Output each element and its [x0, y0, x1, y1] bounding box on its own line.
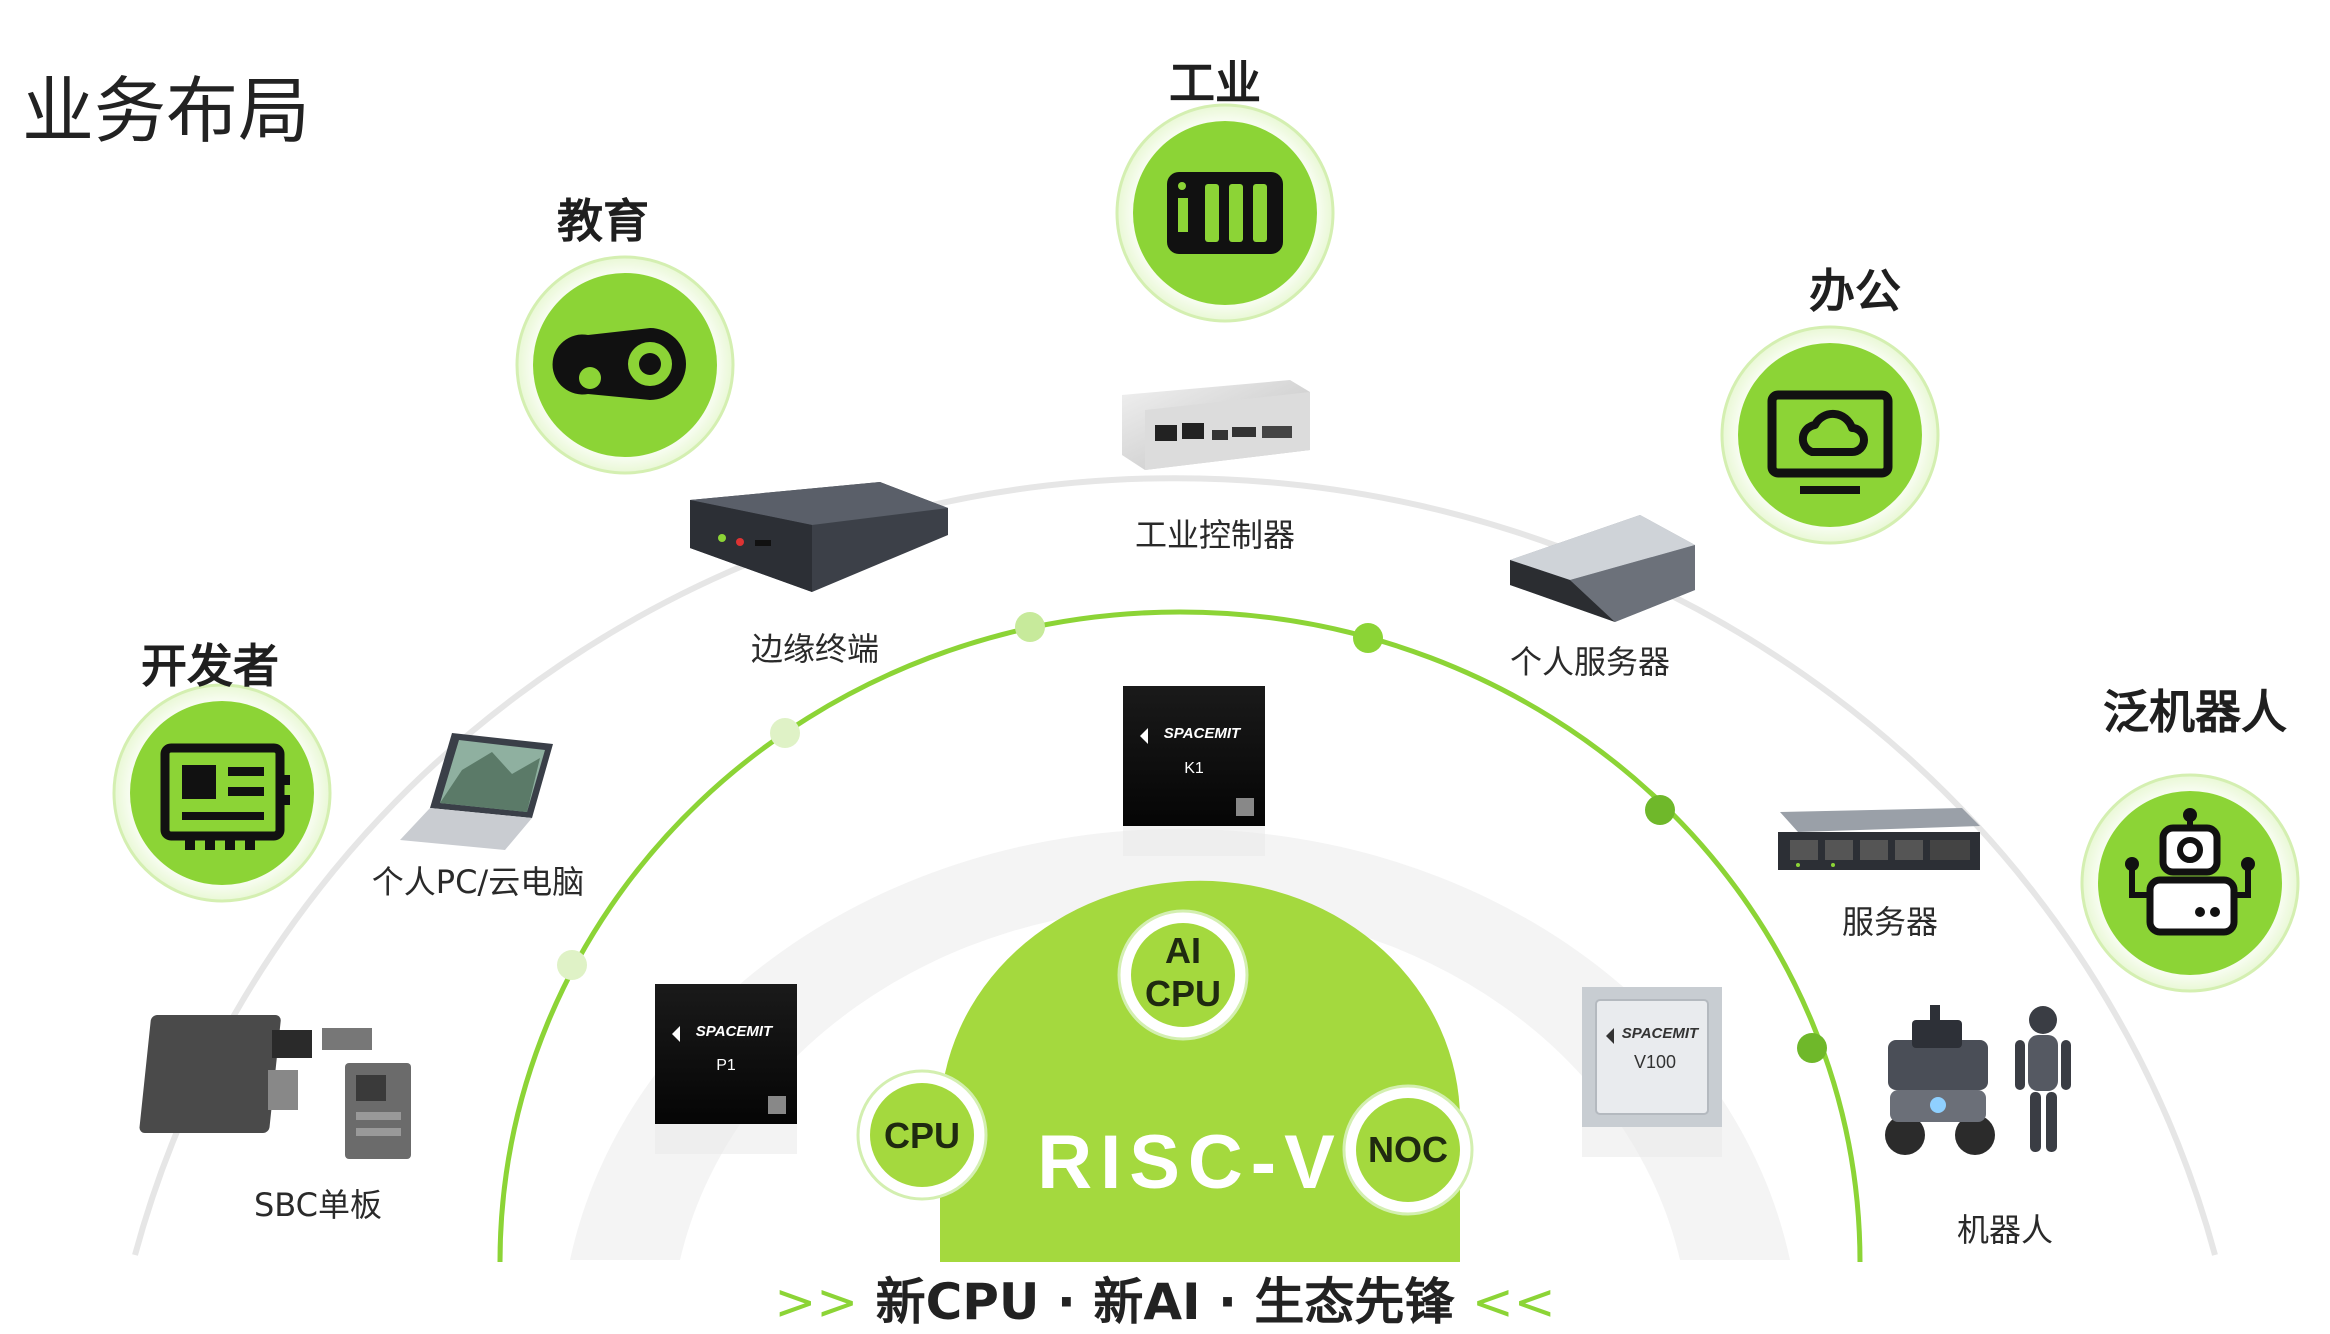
cpu-label: CPU [884, 1115, 960, 1156]
category-robotics-label: 泛机器人 [2103, 685, 2287, 739]
category-developer-label: 开发者 [141, 639, 279, 693]
chip-k1-model: K1 [1184, 760, 1204, 777]
noc-bubble [1342, 1084, 1474, 1216]
robotics-badge [2080, 773, 2300, 993]
robot-icon [2125, 808, 2255, 936]
product-robot-label: 机器人 [1956, 1211, 2054, 1249]
risc-v-dome [940, 880, 1460, 1262]
category-office-label: 办公 [1809, 264, 1901, 318]
edge-terminal-image [690, 482, 948, 592]
industry-badge [1115, 103, 1335, 323]
product-sbc-label: SBC单板 [253, 1186, 383, 1224]
chip-k1 [1123, 686, 1265, 856]
chip-v100 [1582, 987, 1722, 1157]
product-pc-label: 个人PC/云电脑 [371, 863, 585, 901]
office-badge [1720, 325, 1940, 545]
ai-cpu-label-line1: AI [1165, 930, 1201, 971]
server-rack-icon [1167, 172, 1283, 254]
category-industry-label: 工业 [1169, 56, 1261, 110]
green-arc [497, 609, 1863, 1263]
personal-server-image [1510, 515, 1695, 622]
laptop-image [400, 733, 553, 850]
chip-p1-model: P1 [716, 1057, 736, 1074]
chip-k1-brand: SPACEMIT [1164, 725, 1242, 742]
chip-v100-brand: SPACEMIT [1622, 1025, 1700, 1042]
chip-p1-brand: SPACEMIT [696, 1023, 774, 1040]
industrial-controller-image [1122, 380, 1310, 470]
developer-badge [112, 683, 332, 903]
page-title: 业务布局 [22, 69, 311, 153]
slogan-text: 新CPU · 新AI · 生态先锋 [875, 1273, 1455, 1331]
ai-cpu-bubble [1117, 909, 1249, 1041]
outer-arc [132, 475, 2218, 1256]
slogan: >> 新CPU · 新AI · 生态先锋 << [774, 1262, 1555, 1334]
product-controller-label: 工业控制器 [1134, 516, 1296, 554]
slogan-left-arrows: >> [774, 1273, 859, 1331]
chip-v100-model: V100 [1634, 1052, 1676, 1072]
cloud-monitor-icon [1767, 390, 1893, 494]
chip-p1 [655, 984, 797, 1154]
robot-image [1885, 1005, 2071, 1155]
noc-label: NOC [1368, 1129, 1448, 1170]
rack-server-image [1778, 808, 1980, 870]
green-arc-dots [557, 612, 1827, 1063]
slogan-right-arrows: << [1471, 1273, 1556, 1331]
category-education-label: 教育 [557, 194, 649, 248]
product-personal-server-label: 个人服务器 [1509, 643, 1671, 681]
film-projector-icon [552, 328, 686, 400]
education-badge [515, 255, 735, 475]
ai-cpu-label-line2: CPU [1145, 973, 1221, 1014]
sbc-board-image [139, 1015, 411, 1159]
cpu-bubble [856, 1069, 988, 1201]
circuit-board-icon [160, 743, 290, 850]
product-edge-label: 边缘终端 [750, 630, 880, 668]
core-name: RISC-V [1037, 1120, 1343, 1205]
product-server-label: 服务器 [1841, 903, 1939, 941]
